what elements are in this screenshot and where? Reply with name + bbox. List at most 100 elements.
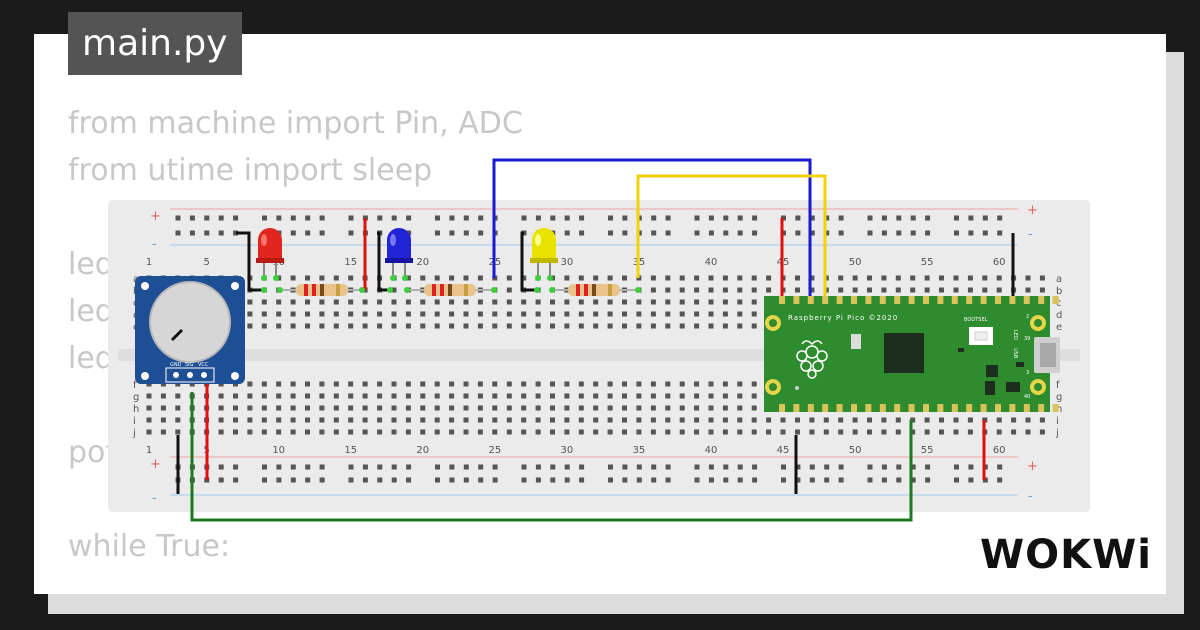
breadboard-hole[interactable] bbox=[780, 417, 786, 423]
breadboard-hole[interactable] bbox=[290, 405, 296, 411]
breadboard-hole[interactable] bbox=[622, 417, 627, 423]
breadboard-hole[interactable] bbox=[478, 464, 484, 470]
breadboard-hole[interactable] bbox=[838, 417, 844, 423]
breadboard-hole[interactable] bbox=[881, 429, 887, 435]
breadboard-hole[interactable] bbox=[607, 323, 613, 329]
breadboard-hole[interactable] bbox=[247, 311, 253, 317]
breadboard-hole[interactable] bbox=[492, 405, 498, 411]
breadboard-hole[interactable] bbox=[477, 299, 483, 305]
pico-pin[interactable] bbox=[879, 296, 886, 304]
breadboard-hole[interactable] bbox=[751, 275, 757, 281]
breadboard-hole[interactable] bbox=[290, 464, 296, 470]
breadboard-hole[interactable] bbox=[449, 429, 455, 435]
breadboard-hole[interactable] bbox=[737, 215, 743, 221]
breadboard-hole[interactable] bbox=[550, 393, 555, 399]
breadboard-hole[interactable] bbox=[449, 417, 455, 423]
breadboard-hole[interactable] bbox=[1011, 417, 1017, 423]
breadboard-hole[interactable] bbox=[795, 464, 801, 470]
breadboard-hole[interactable] bbox=[463, 393, 469, 399]
breadboard-hole[interactable] bbox=[838, 429, 844, 435]
breadboard-hole[interactable] bbox=[622, 477, 628, 483]
pico-pin[interactable] bbox=[951, 404, 958, 412]
breadboard-hole[interactable] bbox=[333, 275, 339, 281]
breadboard-hole[interactable] bbox=[377, 464, 383, 470]
breadboard-hole[interactable] bbox=[751, 287, 757, 293]
breadboard-hole[interactable] bbox=[564, 381, 570, 387]
breadboard-hole[interactable] bbox=[535, 417, 541, 423]
breadboard-hole[interactable] bbox=[463, 311, 469, 317]
breadboard-hole[interactable] bbox=[405, 417, 411, 423]
breadboard-hole[interactable] bbox=[737, 323, 743, 329]
breadboard-hole[interactable] bbox=[996, 275, 1002, 281]
breadboard-hole[interactable] bbox=[535, 215, 541, 221]
breadboard-hole[interactable] bbox=[477, 381, 483, 387]
breadboard-hole[interactable] bbox=[910, 417, 916, 423]
breadboard-hole[interactable] bbox=[665, 429, 671, 435]
breadboard-hole[interactable] bbox=[636, 323, 642, 329]
breadboard-hole[interactable] bbox=[968, 464, 974, 470]
breadboard-hole[interactable] bbox=[477, 311, 483, 317]
pico-pin[interactable] bbox=[923, 296, 929, 304]
resistor[interactable] bbox=[280, 284, 362, 296]
breadboard-hole[interactable] bbox=[809, 464, 815, 470]
breadboard-hole[interactable] bbox=[290, 477, 296, 483]
breadboard-hole[interactable] bbox=[622, 405, 627, 411]
breadboard-hole[interactable] bbox=[233, 230, 239, 236]
breadboard-hole[interactable] bbox=[636, 464, 642, 470]
breadboard-hole[interactable] bbox=[881, 464, 887, 470]
breadboard-hole[interactable] bbox=[867, 464, 873, 470]
breadboard-hole[interactable] bbox=[492, 393, 498, 399]
breadboard-hole[interactable] bbox=[362, 381, 368, 387]
breadboard-hole[interactable] bbox=[722, 287, 728, 293]
breadboard-hole[interactable] bbox=[679, 311, 685, 317]
breadboard-hole[interactable] bbox=[622, 393, 627, 399]
breadboard-hole[interactable] bbox=[377, 417, 383, 423]
breadboard-hole[interactable] bbox=[348, 429, 354, 435]
breadboard-hole[interactable] bbox=[824, 230, 830, 236]
breadboard-hole[interactable] bbox=[218, 405, 224, 411]
breadboard-hole[interactable] bbox=[910, 287, 916, 293]
breadboard-hole[interactable] bbox=[607, 381, 613, 387]
breadboard-hole[interactable] bbox=[463, 215, 469, 221]
breadboard-hole[interactable] bbox=[650, 417, 656, 423]
breadboard-hole[interactable] bbox=[276, 323, 282, 329]
breadboard-hole[interactable] bbox=[737, 477, 743, 483]
breadboard-hole[interactable] bbox=[694, 230, 700, 236]
breadboard-hole[interactable] bbox=[954, 464, 959, 470]
pico-pin[interactable] bbox=[865, 296, 872, 304]
breadboard-hole[interactable] bbox=[146, 405, 152, 411]
breadboard-hole[interactable] bbox=[694, 287, 700, 293]
breadboard-hole[interactable] bbox=[348, 464, 354, 470]
breadboard-hole[interactable] bbox=[535, 323, 541, 329]
breadboard-hole[interactable] bbox=[348, 417, 354, 423]
breadboard-hole[interactable] bbox=[578, 405, 584, 411]
breadboard-hole[interactable] bbox=[982, 230, 988, 236]
breadboard-hole[interactable] bbox=[895, 287, 901, 293]
breadboard-hole[interactable] bbox=[333, 417, 339, 423]
breadboard-hole[interactable] bbox=[362, 299, 368, 305]
breadboard-hole[interactable] bbox=[377, 381, 383, 387]
breadboard-hole[interactable] bbox=[550, 405, 555, 411]
breadboard-hole[interactable] bbox=[377, 393, 383, 399]
breadboard-hole[interactable] bbox=[564, 417, 570, 423]
breadboard-hole[interactable] bbox=[939, 417, 944, 423]
breadboard-hole[interactable] bbox=[651, 230, 657, 236]
breadboard-hole[interactable] bbox=[564, 464, 570, 470]
breadboard-hole[interactable] bbox=[795, 417, 800, 423]
breadboard-hole[interactable] bbox=[276, 311, 282, 317]
pico-pin[interactable] bbox=[822, 296, 829, 304]
breadboard-hole[interactable] bbox=[997, 464, 1003, 470]
breadboard-hole[interactable] bbox=[838, 275, 844, 281]
breadboard-hole[interactable] bbox=[506, 405, 512, 411]
breadboard-hole[interactable] bbox=[751, 311, 757, 317]
breadboard-hole[interactable] bbox=[276, 477, 282, 483]
breadboard-hole[interactable] bbox=[535, 299, 541, 305]
pico-pin[interactable] bbox=[908, 296, 915, 304]
breadboard-hole[interactable] bbox=[996, 287, 1002, 293]
breadboard-hole[interactable] bbox=[160, 393, 166, 399]
breadboard-hole[interactable] bbox=[319, 215, 325, 221]
breadboard-hole[interactable] bbox=[751, 299, 757, 305]
breadboard-hole[interactable] bbox=[578, 381, 584, 387]
breadboard-hole[interactable] bbox=[607, 429, 613, 435]
pico-pin[interactable] bbox=[894, 296, 901, 304]
